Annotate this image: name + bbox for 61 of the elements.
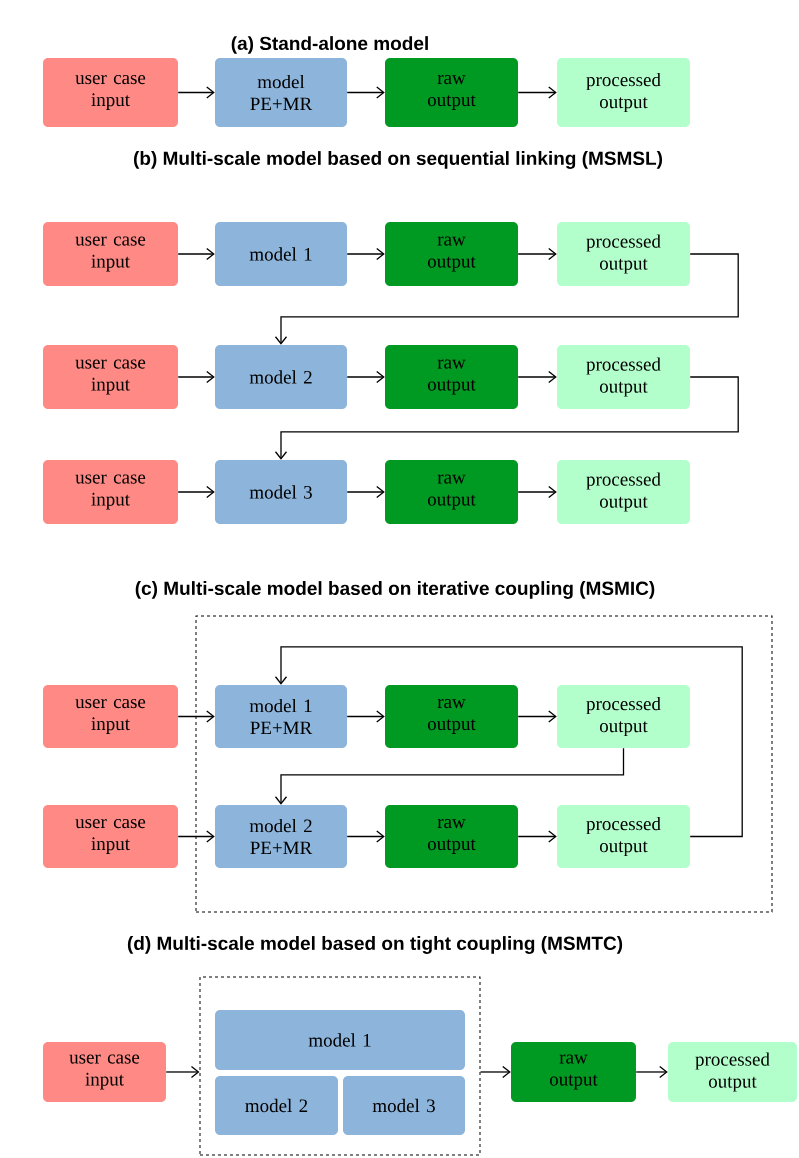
- arrow: [177, 370, 215, 384]
- model-box: model 3: [215, 460, 347, 524]
- model-box: model 2 PE+MR: [215, 805, 347, 868]
- dashed-frame: [199, 976, 481, 1156]
- model-box: model 1: [215, 1010, 465, 1070]
- arrow: [346, 830, 385, 843]
- arrow: [177, 710, 215, 723]
- model-box: model 2: [215, 345, 347, 409]
- arrow: [517, 485, 557, 499]
- arrow: [177, 247, 215, 261]
- arrow: [346, 247, 385, 261]
- output-box: processed output: [557, 222, 690, 286]
- input-box: user case input: [43, 805, 178, 868]
- model-box: model 2: [215, 1076, 338, 1135]
- arrow: [274, 253, 739, 345]
- input-box: user case input: [43, 460, 178, 524]
- arrow: [517, 710, 557, 723]
- arrow: [517, 370, 557, 384]
- input-box: user case input: [43, 685, 178, 748]
- output-box: raw output: [385, 222, 518, 286]
- arrow: [479, 1065, 511, 1079]
- arrow: [274, 376, 739, 460]
- arrow: [346, 86, 385, 99]
- output-box: processed output: [557, 58, 690, 127]
- input-box: user case input: [43, 345, 178, 409]
- arrow: [346, 485, 385, 499]
- arrow: [517, 247, 557, 261]
- output-box: processed output: [668, 1042, 797, 1102]
- section-heading: (c) Multi-scale model based on iterative coupling (MSMIC): [135, 581, 655, 599]
- output-box: processed output: [557, 805, 690, 868]
- section-heading: (a) Stand-alone model: [231, 36, 428, 54]
- arrow: [177, 830, 215, 843]
- arrow: [165, 1065, 200, 1079]
- arrow: [274, 747, 625, 805]
- output-box: processed output: [557, 685, 690, 748]
- input-box: user case input: [43, 222, 178, 286]
- model-box: model 1: [215, 222, 347, 286]
- model-box: model PE+MR: [215, 58, 347, 127]
- arrow: [635, 1065, 668, 1079]
- output-box: raw output: [511, 1042, 636, 1102]
- arrow: [346, 710, 385, 723]
- output-box: processed output: [557, 460, 690, 524]
- model-box: model 1 PE+MR: [215, 685, 347, 748]
- section-heading: (d) Multi-scale model based on tight coupling (MSMTC): [127, 936, 623, 954]
- model-box: model 3: [343, 1076, 465, 1135]
- output-box: raw output: [385, 460, 518, 524]
- dashed-frame: [195, 615, 773, 913]
- input-box: user case input: [43, 1042, 166, 1102]
- input-box: user case input: [43, 58, 178, 127]
- arrow: [274, 646, 743, 838]
- arrow: [346, 370, 385, 384]
- arrow: [517, 830, 557, 843]
- output-box: raw output: [385, 805, 518, 868]
- output-box: raw output: [385, 685, 518, 748]
- arrow: [177, 86, 215, 99]
- output-box: processed output: [557, 345, 690, 409]
- output-box: raw output: [385, 58, 518, 127]
- arrow: [177, 485, 215, 499]
- output-box: raw output: [385, 345, 518, 409]
- section-heading: (b) Multi-scale model based on sequential linking (MSMSL): [134, 151, 663, 169]
- arrow: [517, 86, 557, 99]
